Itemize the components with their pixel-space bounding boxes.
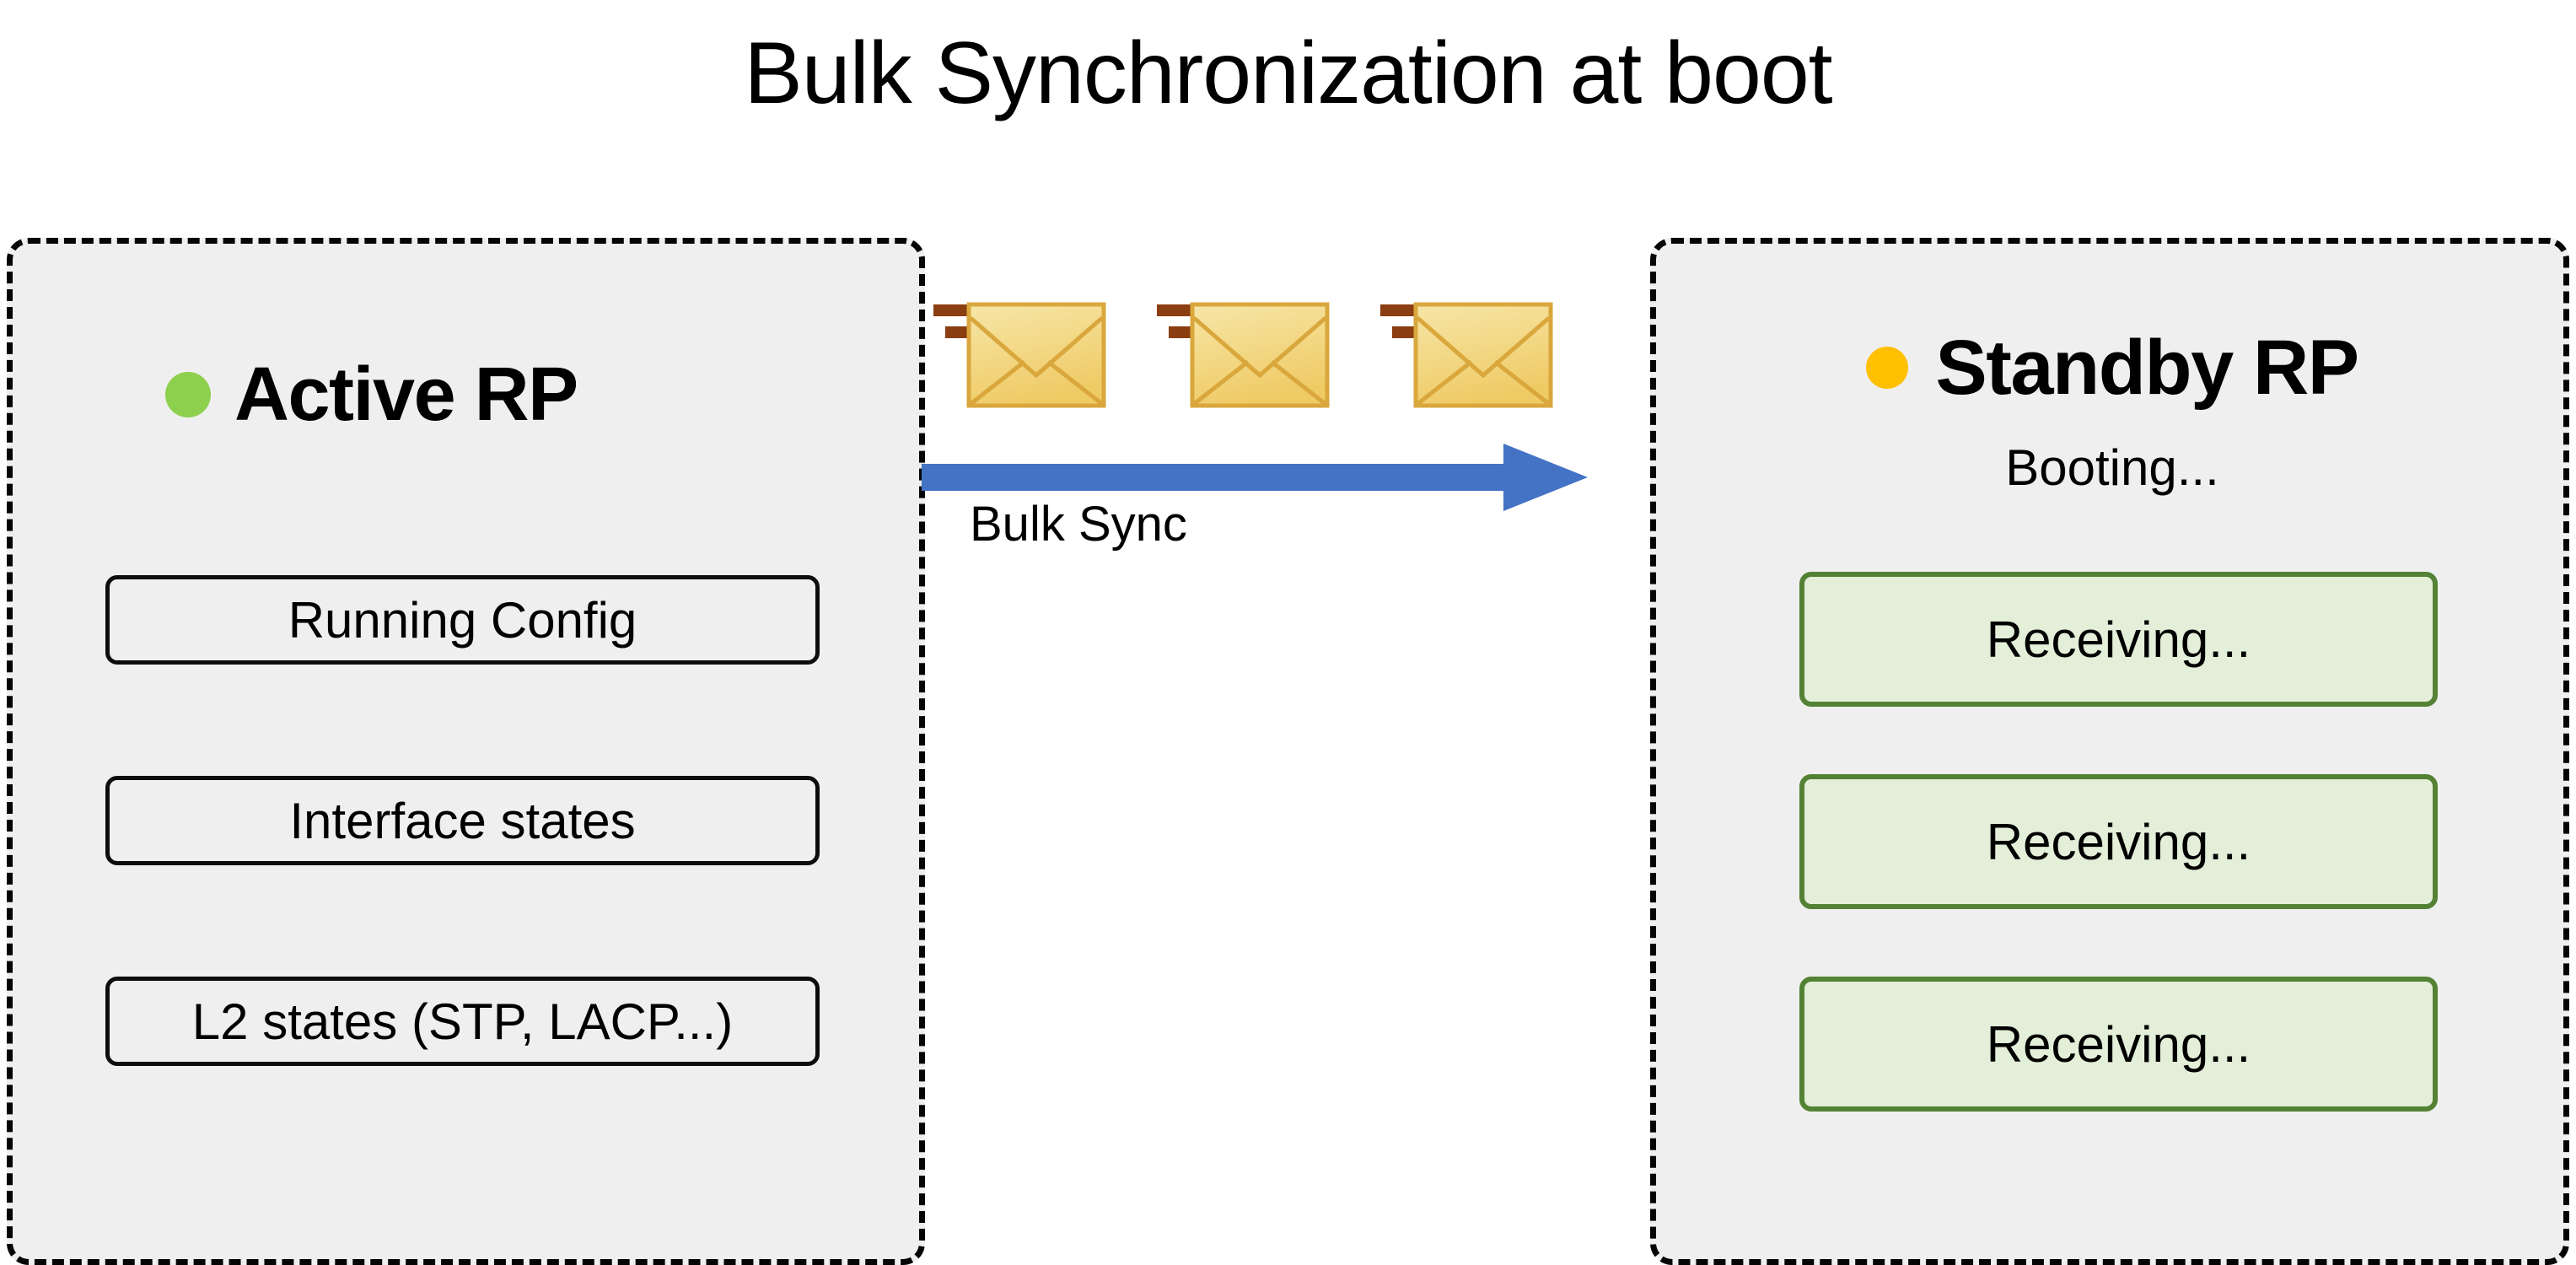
standby-receiving-box[interactable]: Receiving... <box>1799 977 2438 1112</box>
item-label: Interface states <box>289 792 636 849</box>
standby-substatus-text: Booting... <box>2005 439 2219 496</box>
active-rp-panel <box>7 238 925 1265</box>
standby-receiving-box[interactable]: Receiving... <box>1799 572 2438 707</box>
standby-status-dot-icon <box>1866 347 1909 389</box>
item-label: Running Config <box>288 591 637 649</box>
active-rp-title: Active RP <box>234 353 578 437</box>
active-item-running-config[interactable]: Running Config <box>105 575 820 665</box>
active-rp-heading: Active RP <box>165 357 578 433</box>
active-item-l2-states[interactable]: L2 states (STP, LACP...) <box>105 977 820 1066</box>
active-status-dot-icon <box>165 372 211 417</box>
bulk-sync-label: Bulk Sync <box>970 497 1187 552</box>
standby-rp-title: Standby RP <box>1935 325 2359 411</box>
envelope-icon <box>933 299 1127 417</box>
envelope-icon <box>1157 299 1351 417</box>
page-title: Bulk Synchronization at boot <box>744 24 1832 122</box>
standby-rp-heading: Standby RP <box>1674 329 2551 406</box>
recv-label: Receiving... <box>1986 813 2251 870</box>
recv-label: Receiving... <box>1986 611 2251 668</box>
standby-receiving-box[interactable]: Receiving... <box>1799 774 2438 909</box>
item-label: L2 states (STP, LACP...) <box>191 993 734 1050</box>
bulk-sync-arrow-icon <box>922 439 1596 531</box>
envelope-icon <box>1380 299 1574 417</box>
active-item-interface-states[interactable]: Interface states <box>105 776 820 865</box>
recv-label: Receiving... <box>1986 1015 2251 1073</box>
